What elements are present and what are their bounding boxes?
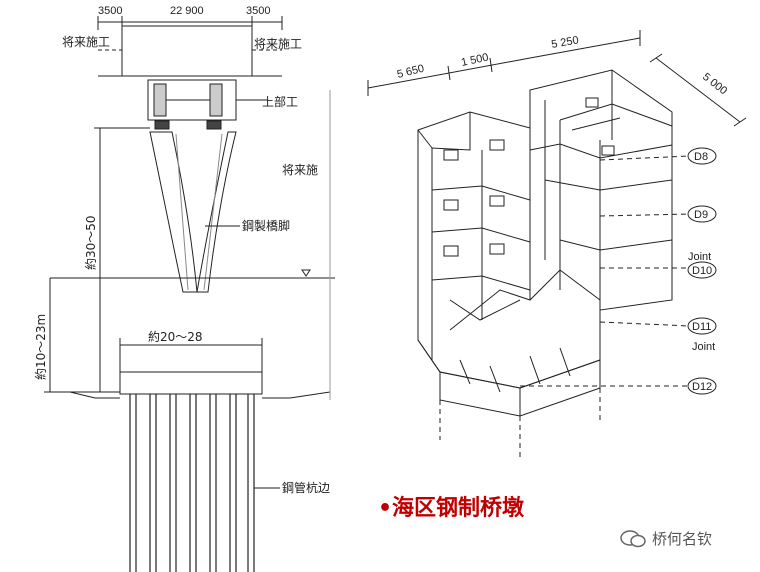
top-dim-right: 3500 [246,5,270,17]
top-dim-middle: 22 900 [170,5,204,17]
future-construction-side-label: 将来施 [282,163,318,177]
section-label-d11: D11 [692,321,711,333]
steel-pipe-pile-label: 鋼管杭边 [282,480,330,495]
pier-elevation-drawing [44,16,335,572]
steel-pier-label: 鋼製橋脚 [242,218,290,233]
slide-caption: •海区钢制桥墩 [378,496,525,521]
joint-label-lower: Joint [692,341,715,353]
pier-cutaway-drawing [367,30,747,460]
top-dim-left: 3500 [98,5,122,17]
lower-height-dimension: 約10～23m [33,314,48,380]
section-label-d9: D9 [694,209,708,221]
superstructure-label: 上部工 [262,94,298,109]
total-height-dimension: 約30～50 [83,215,98,270]
footing-width-dimension: 約20～28 [148,329,203,344]
joint-label-upper: Joint [688,251,711,263]
watermark-text: 桥何名钦 [652,530,713,548]
section-label-d10: D10 [692,265,712,277]
chat-bubble-icon [620,529,646,547]
section-label-d12: D12 [692,381,712,393]
cutaway-dim-right: 5 250 [550,34,579,51]
future-construction-right-label: 将来施工 [254,37,302,51]
cutaway-dim-middle: 1 500 [460,51,489,68]
cutaway-side-dim: 5 000 [700,71,729,97]
watermark: 桥何名钦 [620,528,712,549]
future-construction-left-label: 将来施工 [62,35,110,49]
section-label-d8: D8 [694,151,708,163]
